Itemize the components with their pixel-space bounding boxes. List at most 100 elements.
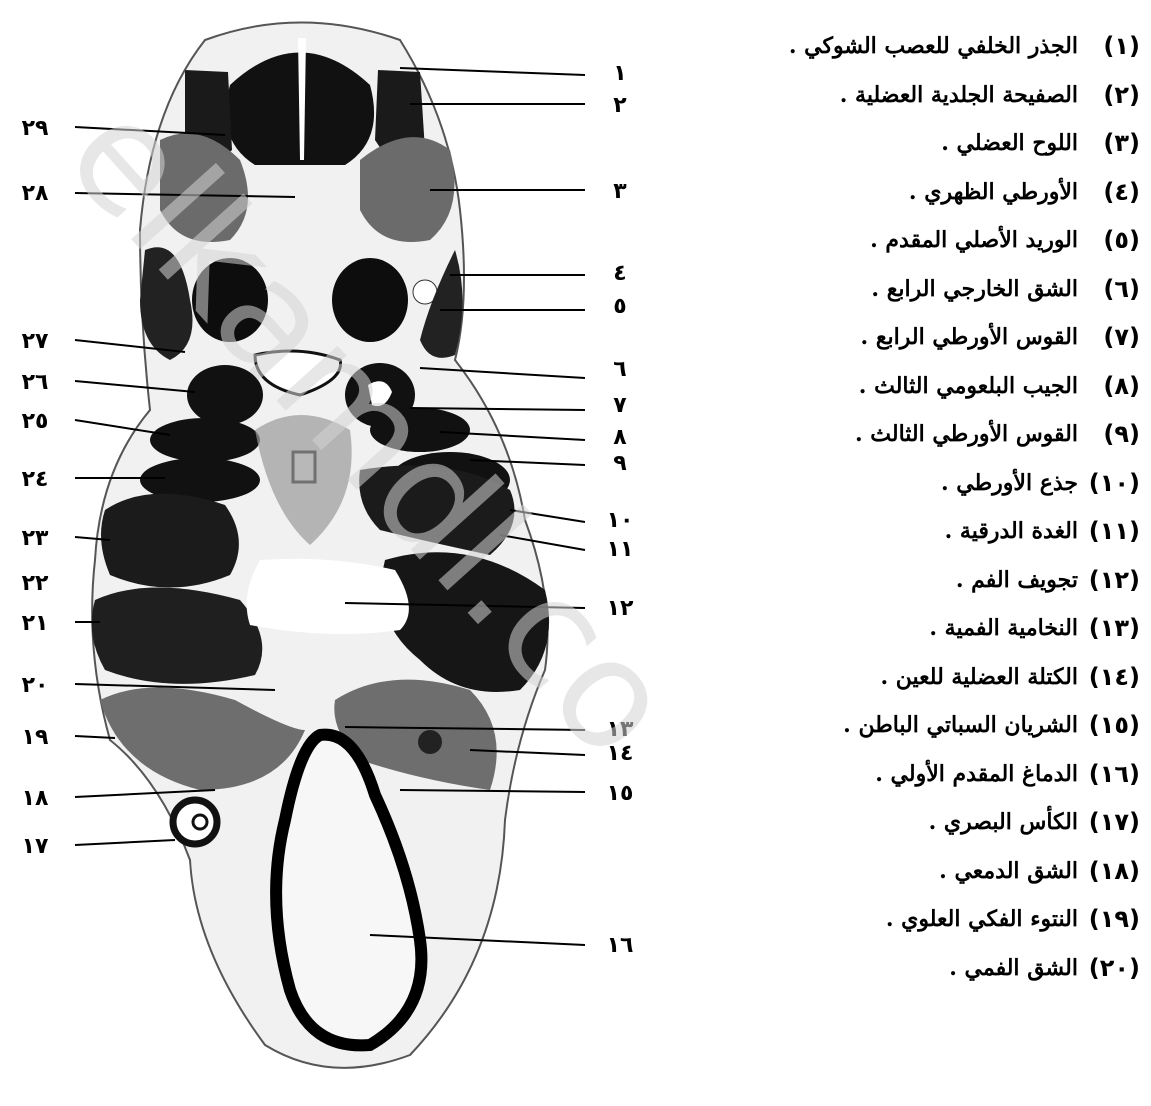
legend-item: (٣)اللوح العضلي . [740,119,1140,168]
label-24: ٢٤ [22,467,49,492]
label-29: ٢٩ [22,116,49,141]
legend-number: (١٩) [1078,905,1140,933]
label-1: ١ [613,61,626,86]
label-20: ٢٠ [22,673,49,698]
legend-number: (١٠) [1078,469,1140,497]
label-27: ٢٧ [22,329,49,354]
legend-item: (٧)القوس الأورطي الرابع . [740,313,1140,362]
legend-number: (١٣) [1078,614,1140,642]
legend-number: (١١) [1078,517,1140,545]
legend-text: القوس الأورطي الرابع . [861,324,1078,350]
legend-text: الجذر الخلفي للعصب الشوكي . [789,33,1078,59]
legend-number: (١٦) [1078,760,1140,788]
legend-text: اللوح العضلي . [941,130,1078,156]
arch-left-2 [150,418,260,462]
label-10: ١٠ [607,508,634,533]
label-4: ٤ [613,261,626,286]
legend-text: الشق الخارجي الرابع . [871,276,1078,302]
legend-text: الصفيحة الجلدية العضلية . [840,82,1078,108]
legend-item: (٤)الأورطي الظهري . [740,168,1140,217]
legend-number: (١) [1078,32,1140,60]
legend-item: (١)الجذر الخلفي للعصب الشوكي . [740,22,1140,71]
legend-text: الشق الدمعي . [939,858,1078,884]
legend-item: (٨)الجيب البلعومي الثالث . [740,362,1140,411]
label-19: ١٩ [22,725,49,750]
legend-text: الدماغ المقدم الأولي . [875,761,1078,787]
legend-list: (١)الجذر الخلفي للعصب الشوكي .(٢)الصفيحة… [740,22,1140,992]
label-17: ١٧ [22,834,49,859]
legend-text: الأورطي الظهري . [909,179,1078,205]
label-28: ٢٨ [22,181,49,206]
label-2: ٢ [613,93,627,118]
legend-text: القوس الأورطي الثالث . [855,421,1078,447]
label-18: ١٨ [22,786,49,811]
legend-number: (١٤) [1078,663,1140,691]
legend-item: (٩)القوس الأورطي الثالث . [740,410,1140,459]
legend-item: (١٩)النتوء الفكي العلوي . [740,895,1140,944]
legend-text: الكتلة العضلية للعين . [880,664,1078,690]
legend-text: الشريان السباتي الباطن . [843,712,1078,738]
label-15: ١٥ [607,781,634,806]
label-6: ٦ [613,357,626,382]
label-3: ٣ [613,179,627,204]
legend-item: (١١)الغدة الدرقية . [740,507,1140,556]
left-number-labels: ٢٩ ٢٨ ٢٧ ٢٦ ٢٥ ٢٤ ٢٣ ٢٢ ٢١ ٢٠ ١٩ ١٨ ١٧ [22,116,49,859]
legend-item: (١٧)الكأس البصري . [740,798,1140,847]
mass-left-upper [101,494,239,588]
optic-cup-center [193,815,207,829]
label-5: ٥ [613,294,626,319]
legend-number: (١٧) [1078,808,1140,836]
dorsal-aorta-left [192,258,268,342]
legend-text: النتوء الفكي العلوي . [886,906,1078,932]
legend-item: (١٦)الدماغ المقدم الأولي . [740,750,1140,799]
legend-number: (٣) [1078,129,1140,157]
arch-right-2 [370,408,470,452]
legend-item: (١٨)الشق الدمعي . [740,847,1140,896]
legend-item: (١٢)تجويف الفم . [740,556,1140,605]
label-13: ١٣ [607,717,634,742]
arch-left-1 [187,365,263,425]
label-8: ٨ [613,425,627,450]
legend-number: (٩) [1078,420,1140,448]
legend-text: الشق الفمي . [949,955,1078,981]
label-11: ١١ [607,537,634,562]
label-21: ٢١ [22,611,49,636]
legend-number: (٨) [1078,372,1140,400]
legend-number: (٢٠) [1078,954,1140,982]
legend-item: (٢٠)الشق الفمي . [740,944,1140,993]
eye-muscle-mass [418,730,442,754]
legend-number: (١٨) [1078,857,1140,885]
right-number-labels: ١ ٢ ٣ ٤ ٥ ٦ ٧ ٨ ٩ ١٠ ١١ ١٢ ١٣ ١٤ ١٥ ١٦ [607,61,634,958]
label-25: ٢٥ [22,409,49,434]
dorsal-aorta-right [332,258,408,342]
legend-number: (١٢) [1078,566,1140,594]
legend-text: الوريد الأصلي المقدم . [870,227,1078,253]
legend-item: (٢)الصفيحة الجلدية العضلية . [740,71,1140,120]
label-12: ١٢ [607,596,634,621]
legend-number: (٢) [1078,81,1140,109]
label-7: ٧ [613,393,627,418]
legend-number: (٧) [1078,323,1140,351]
legend-text: الكأس البصري . [929,809,1078,835]
label-16: ١٦ [607,933,634,958]
legend-item: (١٤)الكتلة العضلية للعين . [740,653,1140,702]
legend-item: (٥)الوريد الأصلي المقدم . [740,216,1140,265]
legend-text: تجويف الفم . [956,567,1078,593]
legend-item: (١٣)النخامية الفمية . [740,604,1140,653]
label-9: ٩ [613,451,626,476]
legend-text: النخامية الفمية . [929,615,1078,641]
legend-item: (٦)الشق الخارجي الرابع . [740,265,1140,314]
legend-text: جذع الأورطي . [941,470,1078,496]
label-23: ٢٣ [22,526,49,551]
legend-number: (٤) [1078,178,1140,206]
label-26: ٢٦ [22,370,49,395]
legend-number: (٦) [1078,275,1140,303]
legend-number: (١٥) [1078,711,1140,739]
legend-text: الغدة الدرقية . [945,518,1078,544]
mass-left-lower [92,588,263,684]
legend-item: (١٠)جذع الأورطي . [740,459,1140,508]
label-22: ٢٢ [22,571,49,596]
legend-text: الجيب البلعومي الثالث . [859,373,1078,399]
oral-cavity [247,559,409,634]
